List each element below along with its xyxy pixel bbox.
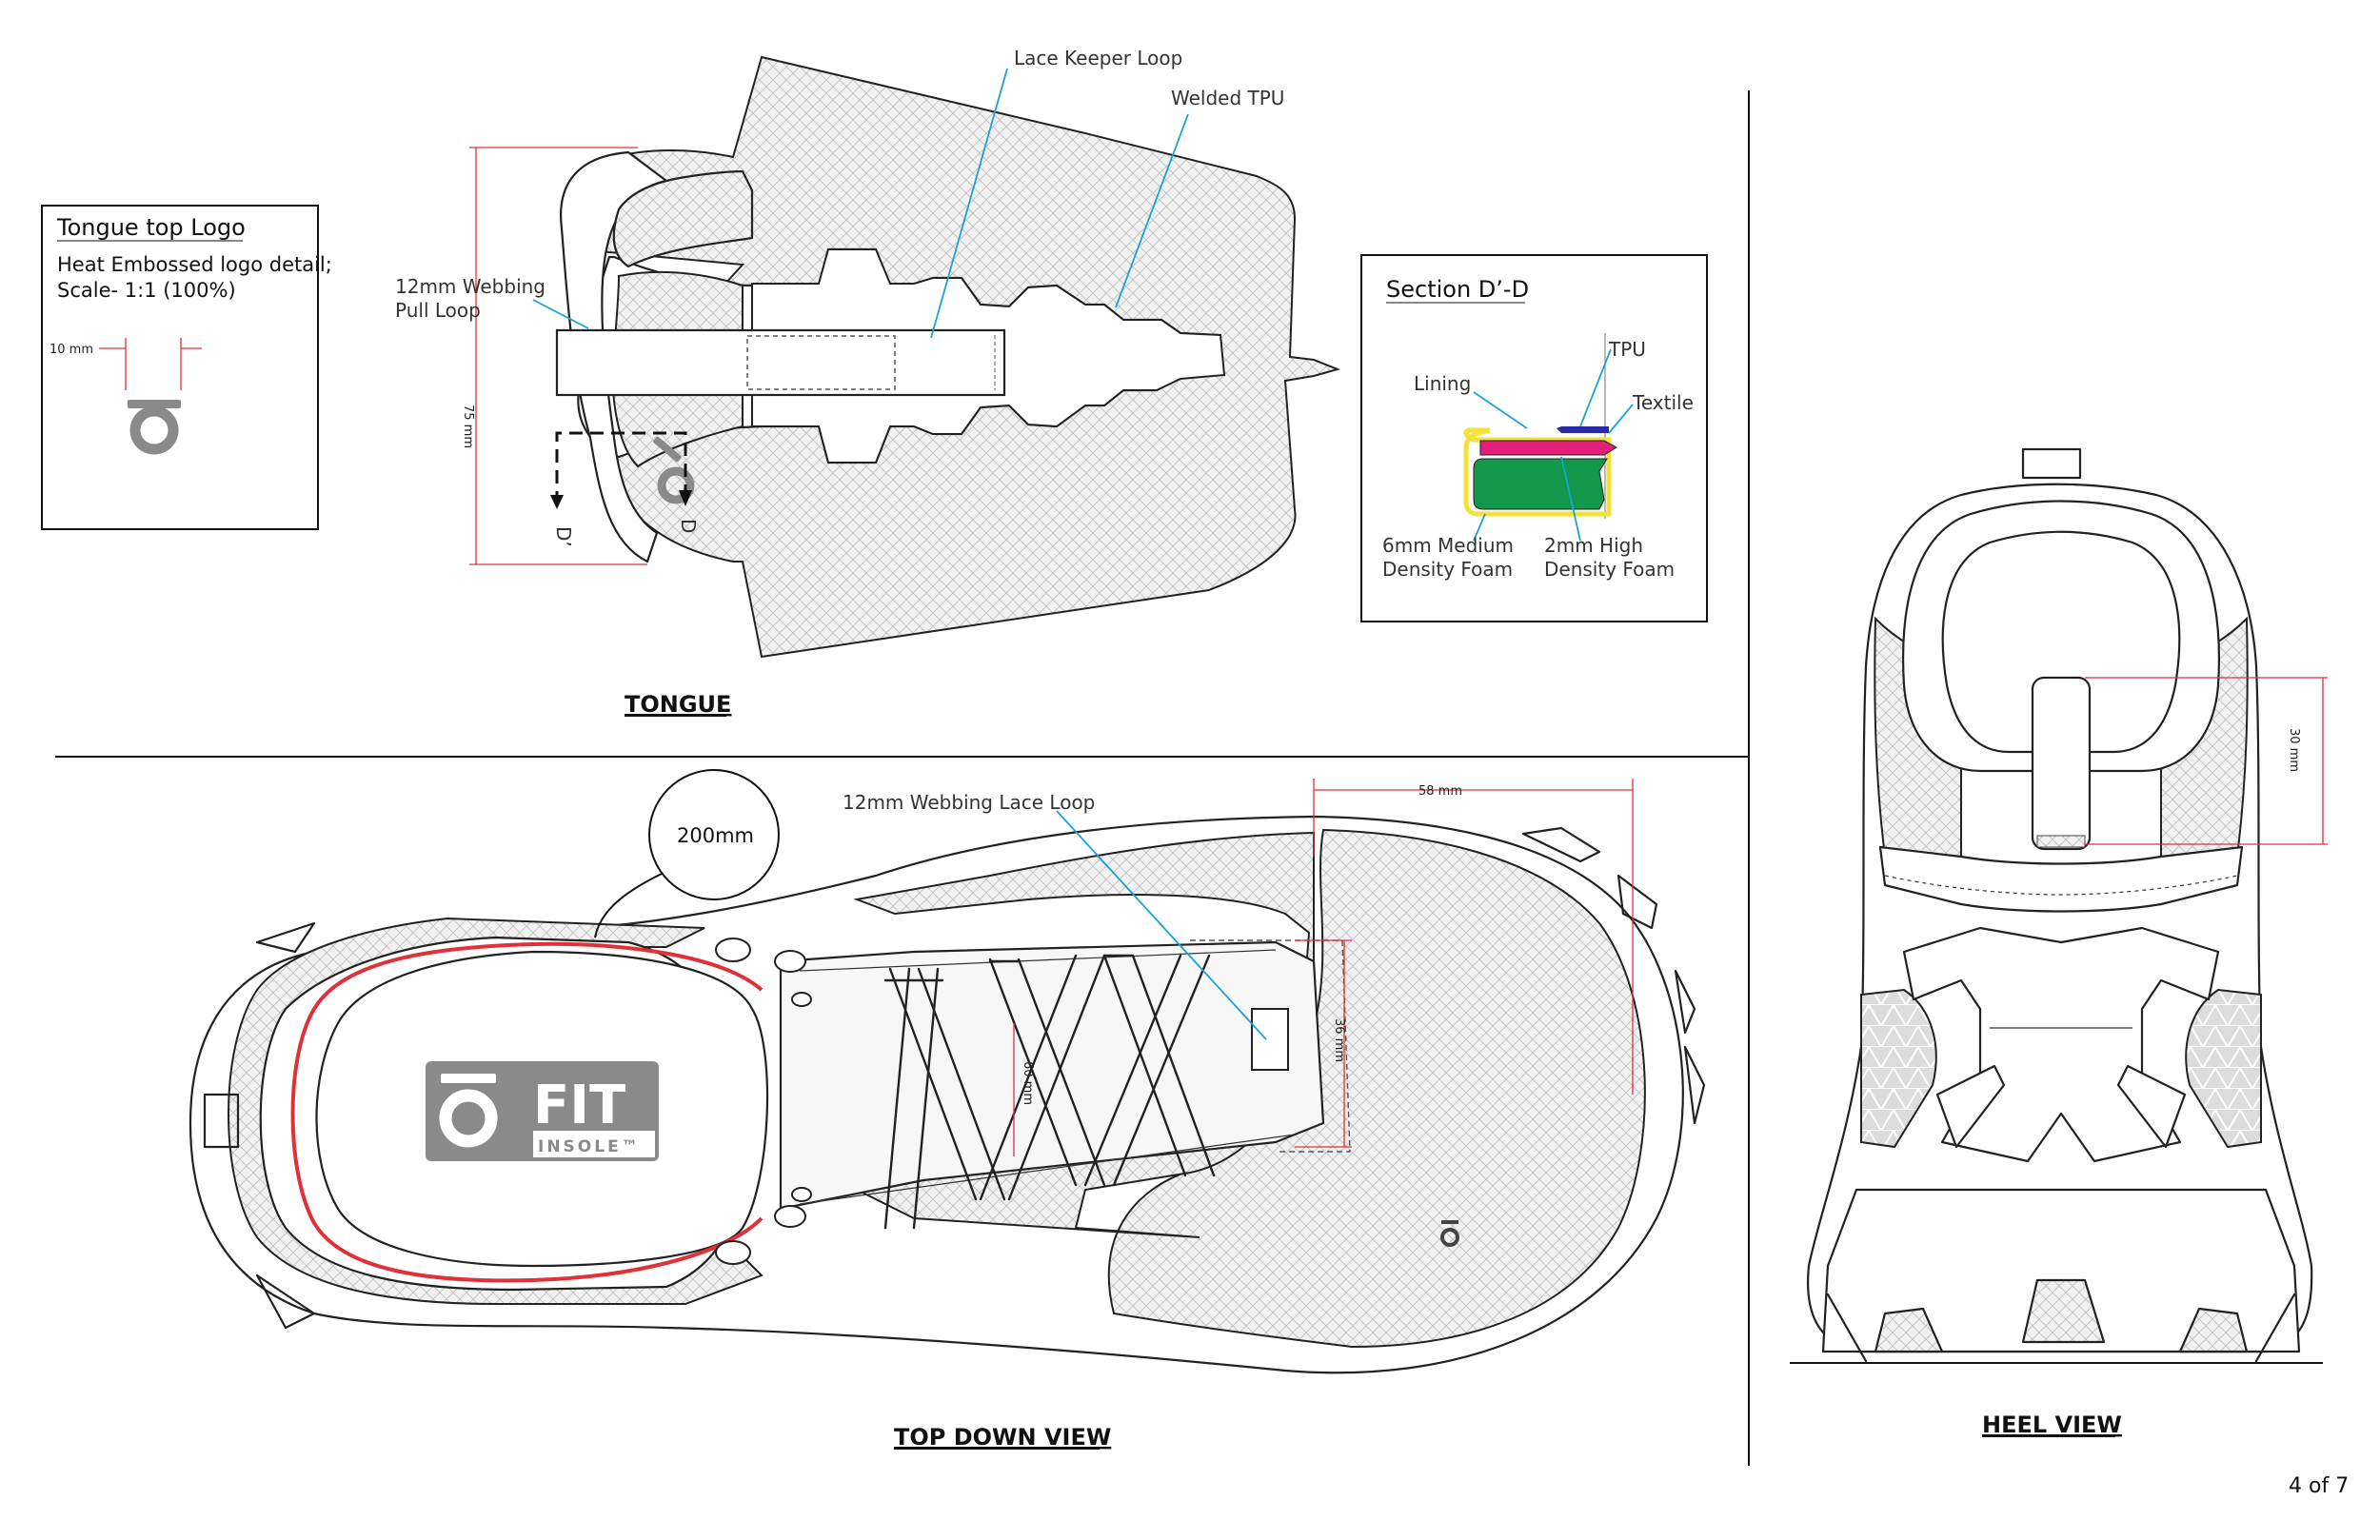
insole-sub-text: INSOLE™ bbox=[538, 1137, 641, 1156]
tongue-view-title: TONGUE bbox=[625, 691, 731, 718]
dim-lace-60mm: 60 mm bbox=[1021, 1061, 1035, 1105]
tongue-logo-icon bbox=[653, 436, 695, 504]
section-title: Section D’-D bbox=[1386, 276, 1529, 303]
section-detail-box: Section D’-D Lining TPU Textile 6mm Medi… bbox=[1360, 254, 1708, 622]
tongue-logo-line2: Scale- 1:1 (100%) bbox=[57, 279, 236, 302]
label-pull-loop-2: Pull Loop bbox=[395, 299, 481, 322]
label-lace-keeper-loop: Lace Keeper Loop bbox=[1014, 47, 1182, 69]
heel-view-title: HEEL VIEW bbox=[1982, 1412, 2122, 1438]
label-lining: Lining bbox=[1414, 372, 1471, 395]
heel-view-drawing: 30 mm HEEL VIEW bbox=[1790, 447, 2328, 1438]
section-mark-left: D’ bbox=[552, 526, 575, 547]
toe-logo-icon bbox=[1440, 1220, 1459, 1247]
tongue-logo-line1: Heat Embossed logo detail; bbox=[57, 253, 332, 276]
insole-logo: FIT INSOLE™ bbox=[426, 1061, 659, 1161]
label-tpu: TPU bbox=[1608, 338, 1646, 361]
tongue-drawing: D’ D 75 mm Lace Keeper Loop Welded TPU 1… bbox=[395, 47, 1341, 718]
label-foam-6mm-2: Density Foam bbox=[1382, 558, 1513, 581]
label-pull-loop-1: 12mm Webbing bbox=[395, 275, 545, 298]
tongue-dim-height: 75 mm bbox=[461, 405, 475, 448]
page-number: 4 of 7 bbox=[2289, 1474, 2349, 1498]
section-mark-right: D bbox=[677, 519, 700, 533]
dim-width-58mm: 58 mm bbox=[1418, 784, 1462, 799]
sheet-dividers bbox=[55, 90, 1750, 1466]
laces bbox=[883, 954, 1216, 1230]
on-logo-icon bbox=[128, 400, 181, 455]
heel-dim-30mm: 30 mm bbox=[2287, 728, 2301, 772]
label-lace-loop: 12mm Webbing Lace Loop bbox=[843, 791, 1095, 814]
outsole-lugs bbox=[1826, 1278, 2296, 1363]
tongue-logo-title: Tongue top Logo bbox=[56, 214, 246, 241]
label-textile: Textile bbox=[1632, 391, 1694, 414]
label-foam-6mm-1: 6mm Medium bbox=[1382, 534, 1514, 557]
label-foam-2mm-2: Density Foam bbox=[1544, 558, 1675, 581]
callout-200mm bbox=[648, 769, 780, 900]
pull-loop-webbing bbox=[555, 328, 1006, 397]
tongue-logo-dim: 10 mm bbox=[50, 343, 93, 357]
eyelets bbox=[715, 938, 812, 1265]
tongue-logo-box: Tongue top Logo Heat Embossed logo detai… bbox=[41, 205, 332, 530]
callout-200mm-text: 200mm bbox=[677, 824, 754, 847]
top-down-drawing: FIT INSOLE™ bbox=[188, 769, 1706, 1451]
label-foam-2mm-1: 2mm High bbox=[1544, 534, 1643, 557]
dim-loop-36mm: 36 mm bbox=[1332, 1018, 1346, 1062]
label-welded-tpu: Welded TPU bbox=[1171, 87, 1284, 109]
top-view-title: TOP DOWN VIEW bbox=[894, 1424, 1111, 1451]
insole-brand-text: FIT bbox=[533, 1075, 625, 1136]
